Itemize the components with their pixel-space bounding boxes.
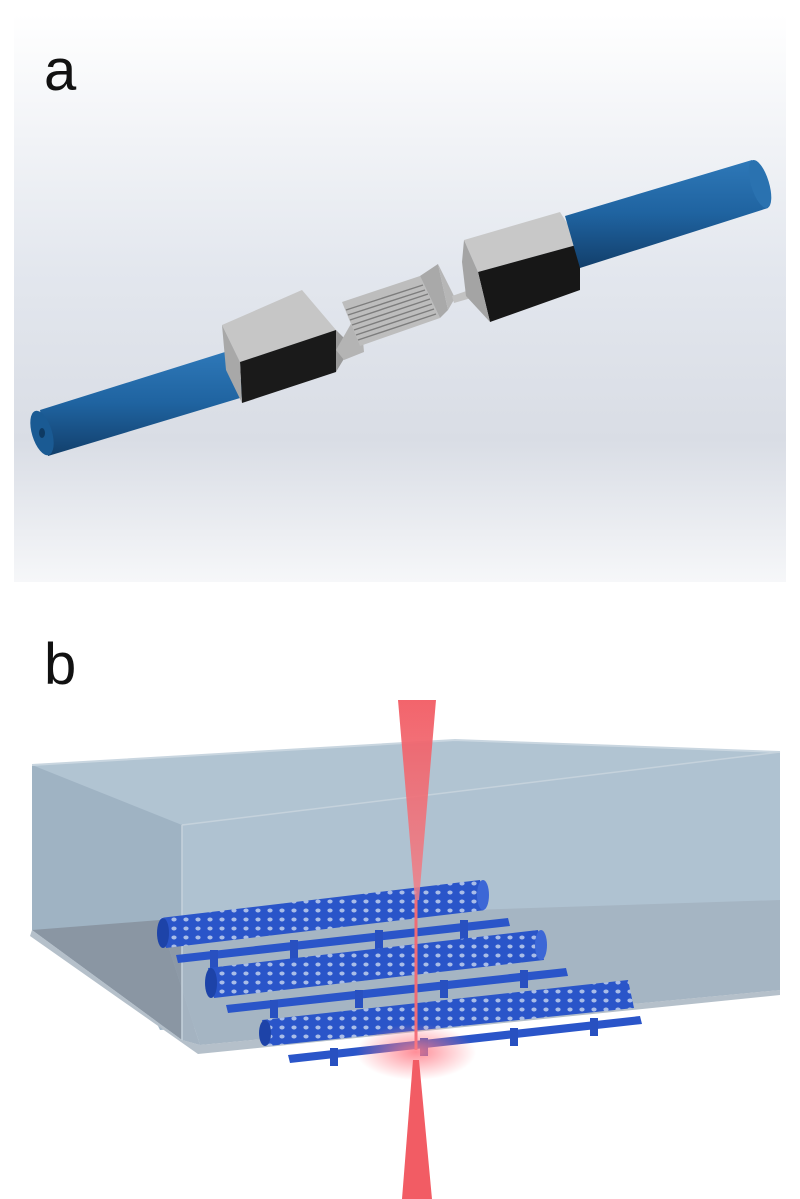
optical-fiber-icon (565, 159, 772, 268)
connector-block-icon (462, 212, 580, 322)
panel-b-label: b (44, 632, 76, 697)
panel-b: b (0, 600, 800, 1199)
connector-block-icon (222, 290, 352, 403)
laser-beam-icon (356, 700, 476, 1199)
optical-fiber-icon (30, 352, 250, 456)
panel-a: a (0, 0, 800, 590)
panel-a-illustration: a (14, 14, 786, 582)
panel-a-label: a (44, 38, 77, 103)
panel-b-illustration: b (30, 632, 781, 1199)
microchannel-chip-icon (336, 264, 478, 360)
